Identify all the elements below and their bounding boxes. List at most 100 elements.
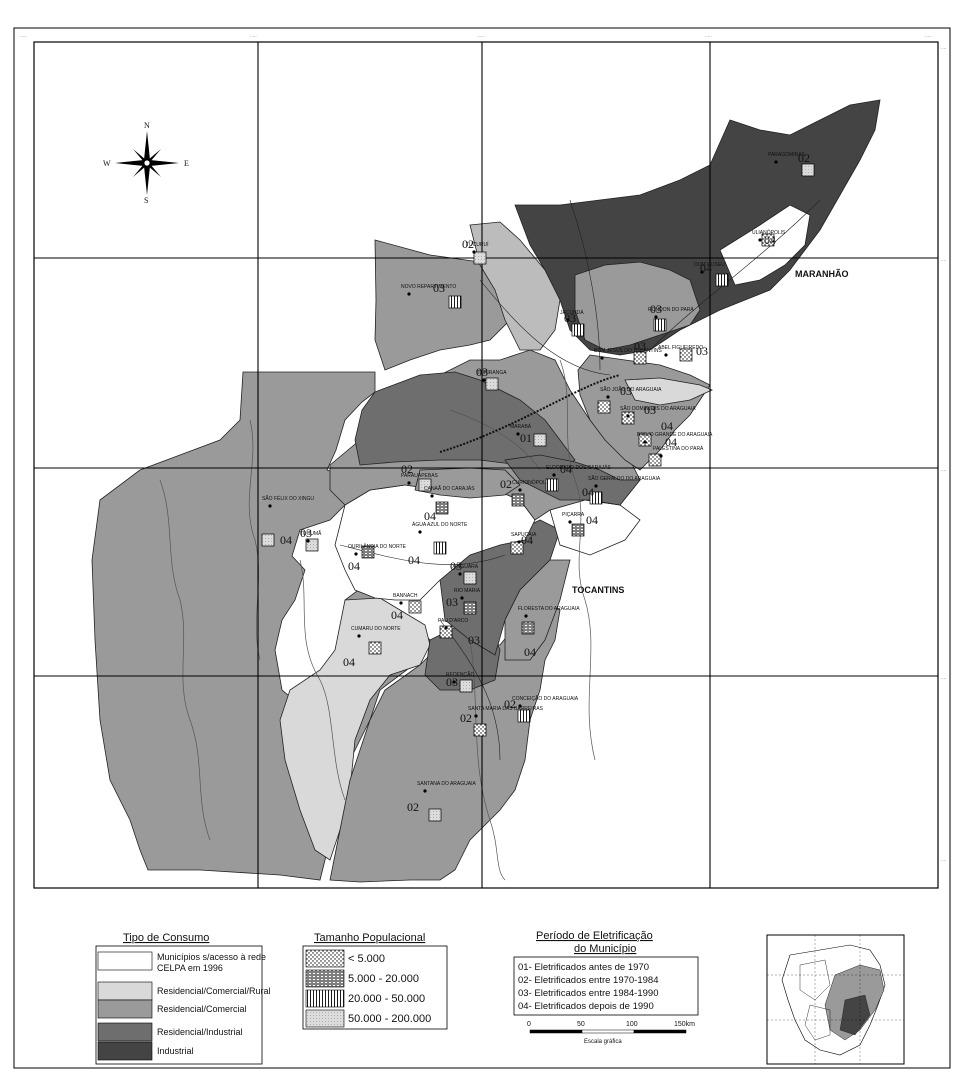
- population-symbol: [439, 625, 453, 639]
- population-symbol: [418, 478, 432, 492]
- city-dot: [606, 395, 610, 399]
- legend-populacao-item: 50.000 - 200.000: [305, 1009, 431, 1028]
- population-symbol: [715, 273, 729, 287]
- municipality-name: PALESTINA DO PARÁ: [653, 445, 704, 452]
- legend-periodo-item: 04- Eletrificados depois de 1990: [518, 1001, 654, 1012]
- municipality-name: SÃO JOÃO DO ARAGUAIA: [600, 386, 662, 393]
- city-dot: [654, 315, 658, 319]
- population-symbol: [545, 478, 559, 492]
- svg-text:·····: ·····: [705, 34, 712, 39]
- electrification-code: 03: [564, 311, 576, 325]
- legend-swatch: [97, 999, 153, 1019]
- municipality-name: CANAÃ DO CARAJÁS: [424, 485, 475, 492]
- population-symbol: [761, 233, 775, 247]
- city-dot: [518, 488, 522, 492]
- svg-text:·····: ·····: [250, 34, 257, 39]
- electrification-code: 04: [524, 645, 536, 659]
- legend-label: 20.000 - 50.000: [348, 993, 425, 1005]
- electrification-code: 04: [343, 655, 355, 669]
- legend-periodo-subtitle: do Município: [574, 943, 636, 955]
- legend-label: Industrial: [157, 1046, 194, 1056]
- city-dot: [306, 539, 310, 543]
- legend-swatch: [97, 1022, 153, 1042]
- legend-consumo-item: Residencial/Industrial: [97, 1022, 243, 1042]
- population-symbol: [638, 433, 652, 447]
- municipality-name: CURIONÓPOLIS: [512, 479, 551, 486]
- electrification-code: 03: [650, 302, 662, 316]
- electrification-code: 02: [504, 697, 516, 711]
- compass-east: E: [184, 159, 189, 168]
- electrification-code: 03: [696, 344, 708, 358]
- municipality-name: REDENÇÃO: [446, 671, 474, 678]
- municipality-name: SÃO GERALDO DO ARAGUAIA: [588, 475, 661, 482]
- municipalities: [91, 99, 881, 883]
- electrification-code: 04: [586, 513, 598, 527]
- population-symbol: [368, 641, 382, 655]
- compass-south: S: [144, 196, 148, 205]
- municipality-name: PARAUAPEBAS: [401, 473, 439, 479]
- municipality-name: CUMARU DO NORTE: [351, 626, 401, 632]
- municipality-name: NOVO REPARTIMENTO: [401, 284, 456, 290]
- electrification-code: 02: [500, 477, 512, 491]
- municipality-28: CUMARU DO NORTE 04: [343, 626, 401, 669]
- electrification-code: 02: [460, 711, 472, 725]
- population-symbol: [589, 491, 603, 505]
- electrification-code: 04: [764, 233, 776, 247]
- municipality-name: ELDORADO DOS CARAJÁS: [546, 464, 611, 471]
- legend-label: Municípios s/acesso à rede: [157, 952, 266, 962]
- region-floresta: [504, 559, 571, 661]
- svg-text:····: ····: [941, 258, 946, 263]
- population-symbol: [533, 433, 547, 447]
- legend-label: Residencial/Industrial: [157, 1027, 243, 1037]
- population-symbol: [517, 709, 531, 723]
- city-dot: [659, 454, 663, 458]
- legend-periodo-box: [513, 956, 699, 1016]
- population-symbol: [510, 541, 524, 555]
- population-symbol: [571, 523, 585, 537]
- municipality-name: SANTANA DO ARAGUAIA: [417, 781, 476, 787]
- legend-pattern-swatch: [305, 969, 345, 988]
- scale-tick-150: 150km: [674, 1021, 695, 1028]
- electrification-code: 04: [391, 608, 403, 622]
- city-dot: [600, 356, 604, 360]
- svg-text:····: ····: [941, 46, 946, 51]
- municipality-name: SANTA MARIA DAS BARREIRAS: [468, 706, 544, 712]
- city-dot: [460, 596, 464, 600]
- inset-map: [766, 934, 905, 1065]
- legend-label: Residencial/Comercial/Rural: [157, 986, 271, 996]
- electrification-code: 04: [280, 533, 292, 547]
- municipality-name: MARABÁ: [510, 423, 532, 430]
- svg-text:·····: ·····: [925, 34, 932, 39]
- municipality-name: TUCUMÃ: [300, 530, 322, 537]
- legend-label: < 5.000: [348, 953, 385, 965]
- municipality-name: SÃO DOMINGOS DO ARAGUAIA: [620, 405, 696, 412]
- city-dot: [407, 481, 411, 485]
- scale-tick-50: 50: [577, 1021, 585, 1028]
- city-dot: [357, 634, 361, 638]
- legend-label: CELPA em 1996: [157, 963, 223, 973]
- municipality-name: OURILÂNDIA DO NORTE: [348, 543, 407, 550]
- population-symbol: [653, 318, 667, 332]
- municipality-markers: PARAGOMINAS02ULIANÓPOLIS04TUCURUÍ02RONDO…: [261, 151, 815, 822]
- population-symbol: [485, 377, 499, 391]
- municipality-name: DOM ELISEU: [694, 262, 725, 268]
- population-symbol: [361, 545, 375, 559]
- population-symbol: [571, 323, 585, 337]
- legend-populacao-item: < 5.000: [305, 949, 385, 968]
